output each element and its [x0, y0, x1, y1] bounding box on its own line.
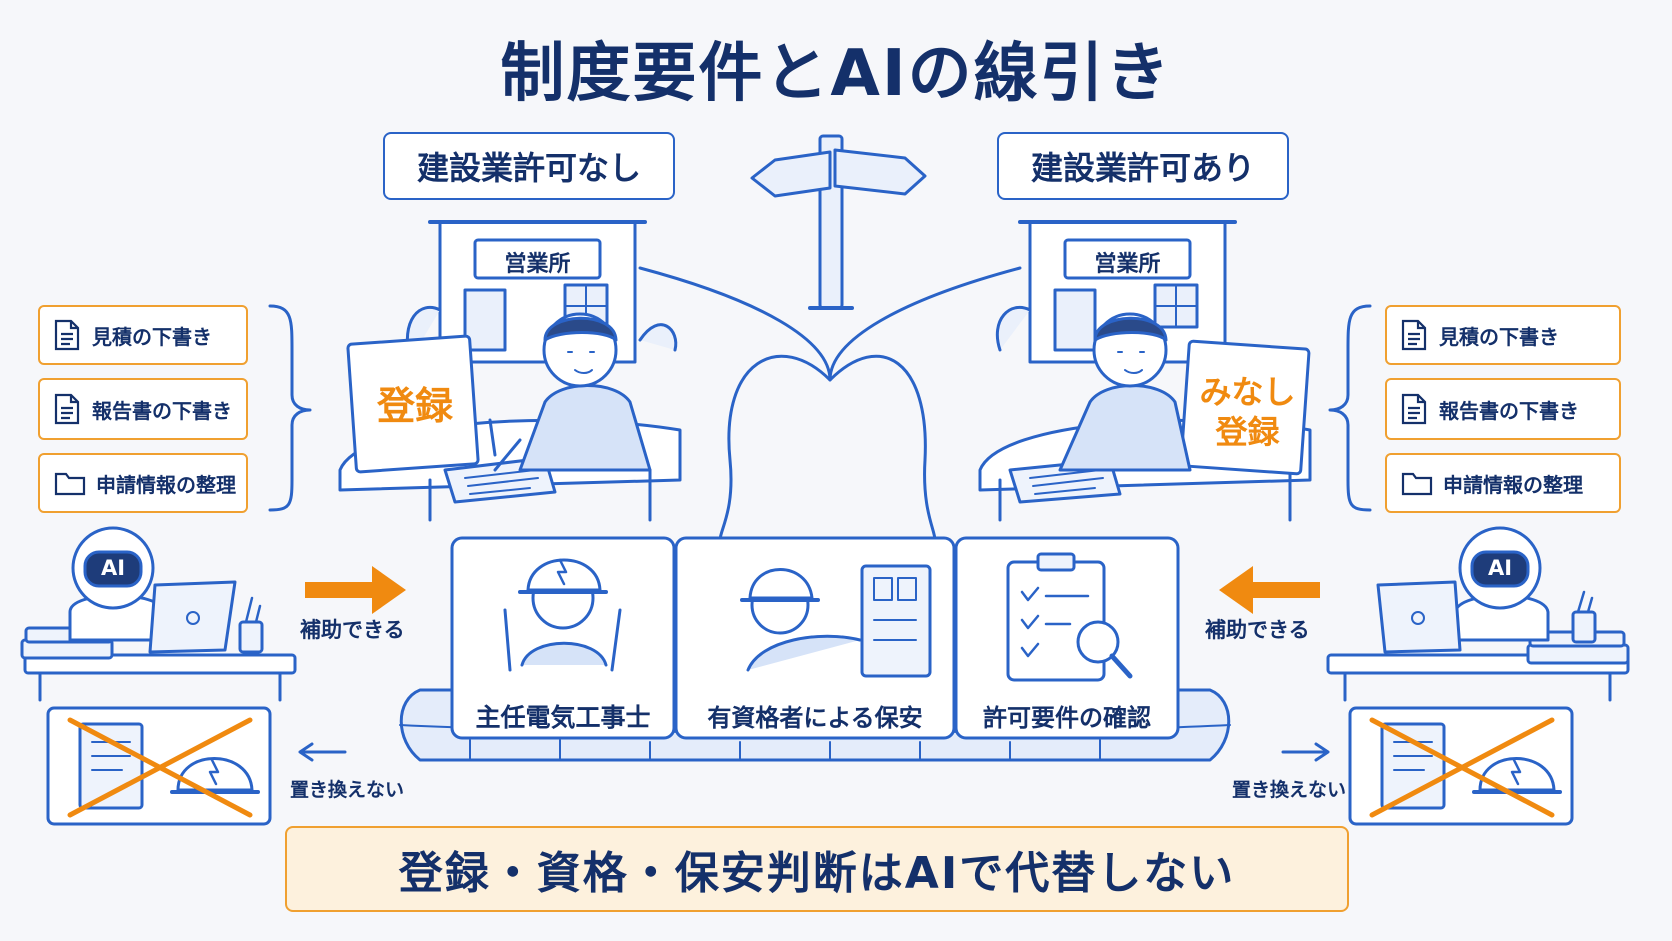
left-replace-arrow [298, 742, 347, 762]
right-task-estimate-draft: 見積の下書き [1385, 305, 1621, 365]
road-left [638, 266, 832, 542]
left-ai-badge: AI [100, 556, 126, 580]
task-label: 申請情報の整理 [1443, 472, 1583, 497]
road-right [828, 266, 1022, 542]
requirement-card-3 [954, 536, 1180, 740]
requirement-permit-check: 許可要件の確認 [983, 704, 1151, 732]
left-task-application-info: 申請情報の整理 [38, 453, 248, 513]
right-task-report-draft: 報告書の下書き [1385, 378, 1621, 440]
requirement-qualified-safety: 有資格者による保安 [707, 704, 923, 732]
left-task-estimate-draft: 見積の下書き [38, 305, 248, 365]
left-replace-label: 置き換えない [290, 779, 405, 801]
requirement-chief-electrician: 主任電気工事士 [475, 703, 651, 732]
right-sign-line2: 登録 [1215, 413, 1280, 451]
right-assist-label: 補助できる [1205, 618, 1310, 642]
requirement-card-2 [674, 536, 956, 740]
left-assist-label: 補助できる [300, 618, 405, 642]
left-brace [268, 304, 312, 512]
right-replace-label: 置き換えない [1232, 779, 1347, 801]
right-assist-arrow [1219, 566, 1320, 614]
right-sign-deemed-registration: みなし 登録 [1190, 372, 1305, 452]
right-ai-robot [1326, 526, 1630, 702]
task-label: 申請情報の整理 [96, 472, 236, 497]
left-ai-robot [20, 526, 297, 702]
left-not-replace-box [46, 706, 272, 826]
right-brace [1328, 304, 1372, 512]
conclusion-banner: 登録・資格・保安判断はAIで代替しない [285, 826, 1349, 912]
folder-icon [1401, 472, 1433, 496]
document-icon [1401, 319, 1427, 351]
folder-icon [54, 472, 86, 496]
page-title: 制度要件とAIの線引き [500, 37, 1172, 111]
task-label: 見積の下書き [1439, 324, 1559, 349]
document-icon [54, 393, 80, 425]
right-replace-arrow [1281, 742, 1330, 762]
right-not-replace-box [1348, 706, 1574, 826]
left-header-label: 建設業許可なし [383, 132, 675, 200]
left-task-report-draft: 報告書の下書き [38, 378, 248, 440]
signpost [750, 134, 927, 310]
right-office-building [995, 220, 1237, 364]
task-label: 報告書の下書き [92, 398, 232, 423]
document-icon [1401, 393, 1427, 425]
left-office-building [405, 220, 678, 364]
right-header-label: 建設業許可あり [997, 132, 1289, 200]
document-icon [54, 319, 80, 351]
right-office-plate: 営業所 [1094, 252, 1161, 277]
right-worker [1058, 312, 1192, 472]
right-task-application-info: 申請情報の整理 [1385, 453, 1621, 513]
left-assist-arrow [305, 566, 406, 614]
left-worker [488, 312, 652, 472]
requirement-card-1 [450, 536, 676, 740]
task-label: 報告書の下書き [1439, 398, 1579, 423]
right-ai-badge: AI [1487, 556, 1513, 580]
right-sign-line1: みなし [1199, 373, 1296, 411]
left-sign-registration: 登録 [376, 384, 453, 428]
task-label: 見積の下書き [92, 324, 212, 349]
left-office-plate: 営業所 [504, 252, 571, 277]
